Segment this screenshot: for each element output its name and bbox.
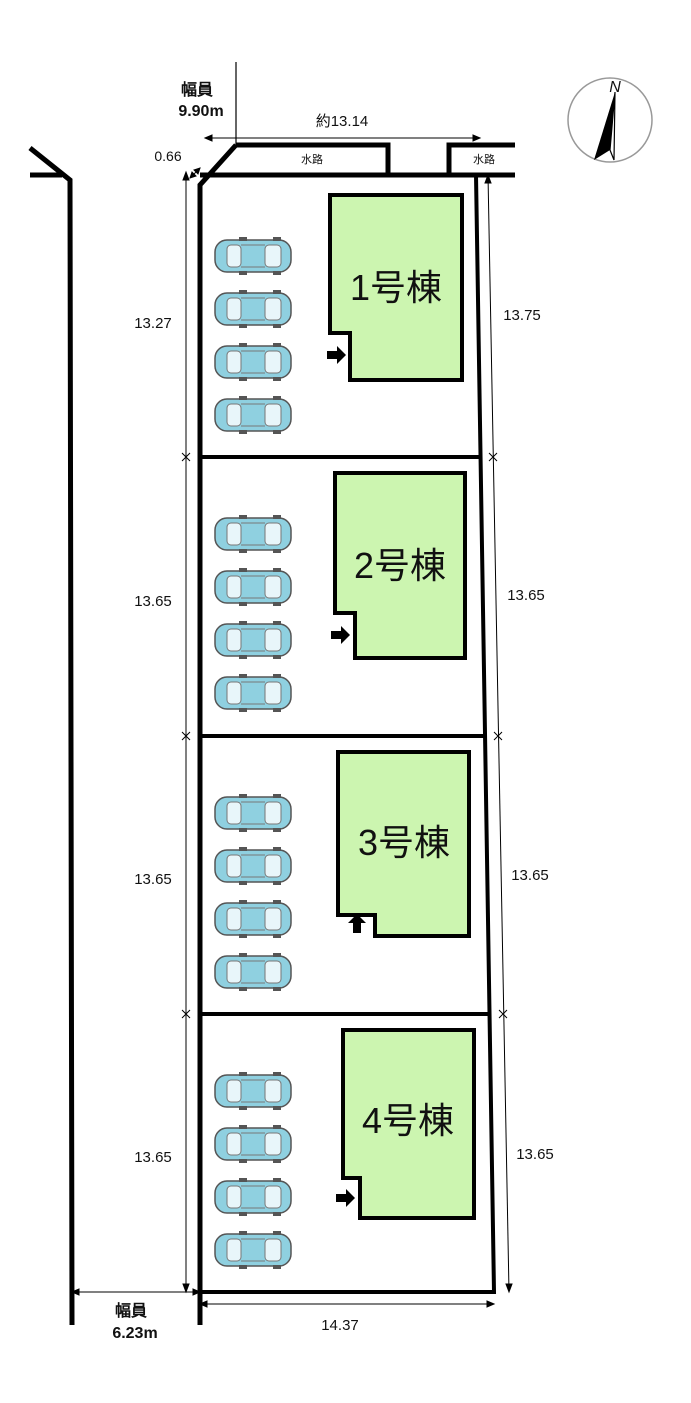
building-2: 2号棟: [331, 471, 467, 660]
building-4: 4号棟: [336, 1028, 476, 1220]
dim-corner-cut: 0.66: [154, 148, 181, 164]
dim-right-2: 13.65: [507, 587, 545, 604]
waterway-label-2: 水路: [473, 153, 495, 166]
car-icon: [214, 793, 292, 833]
dim-right-1: 13.75: [503, 307, 541, 324]
car-icon: [214, 342, 292, 382]
dim-bottom-width: 14.37: [321, 1317, 359, 1334]
compass: N: [567, 77, 653, 163]
site-boundary: [197, 143, 515, 1325]
car-icon: [214, 673, 292, 713]
left-road: [28, 146, 75, 1326]
car-icon: [214, 1124, 292, 1164]
road-labels: 幅員 9.90m 幅員 6.23m: [112, 80, 223, 1342]
north-arrow-outline: [609, 91, 616, 161]
dim-left-2: 13.65: [134, 593, 172, 610]
dim-right-3: 13.65: [511, 867, 549, 884]
dim-top-total: 約13.14: [316, 113, 369, 130]
car-icon: [214, 846, 292, 886]
top-road-label: 幅員: [181, 80, 213, 99]
building-label-1: 1号棟: [350, 267, 442, 308]
bottom-road-width: 6.23m: [112, 1325, 157, 1342]
building-label-4: 4号棟: [362, 1100, 454, 1141]
waterway-right: 水路: [446, 142, 515, 173]
car-icon: [214, 1177, 292, 1217]
dimension-labels: 約13.14 0.66 13.27 13.65 13.65 13.65 13.7…: [134, 113, 554, 1334]
dim-left-1: 13.27: [134, 315, 172, 332]
car-icon: [214, 1230, 292, 1270]
bottom-road-label: 幅員: [115, 1301, 147, 1320]
car-icon: [214, 567, 292, 607]
car-icon: [214, 395, 292, 435]
building-1: 1号棟: [327, 193, 464, 382]
top-road-width: 9.90m: [178, 103, 223, 120]
dimension-lines: [70, 134, 513, 1308]
dim-right-4: 13.65: [516, 1146, 554, 1163]
car-icon: [214, 1071, 292, 1111]
waterway-label-1: 水路: [301, 153, 323, 166]
dim-left-4: 13.65: [134, 1149, 172, 1166]
parking-cars: [214, 236, 292, 1270]
north-arrow-icon: [594, 92, 615, 160]
car-icon: [214, 899, 292, 939]
building-label-2: 2号棟: [354, 545, 446, 586]
car-icon: [214, 289, 292, 329]
entrance-arrow-icon: [336, 1189, 355, 1207]
dim-left-3: 13.65: [134, 871, 172, 888]
north-label: N: [609, 79, 621, 96]
car-icon: [214, 514, 292, 554]
building-3: 3号棟: [336, 750, 471, 938]
car-icon: [214, 952, 292, 992]
waterway-left: 水路: [236, 142, 391, 173]
entrance-arrow-icon: [327, 346, 346, 364]
building-label-3: 3号棟: [358, 822, 450, 863]
car-icon: [214, 620, 292, 660]
entrance-arrow-icon: [331, 626, 350, 644]
car-icon: [214, 236, 292, 276]
